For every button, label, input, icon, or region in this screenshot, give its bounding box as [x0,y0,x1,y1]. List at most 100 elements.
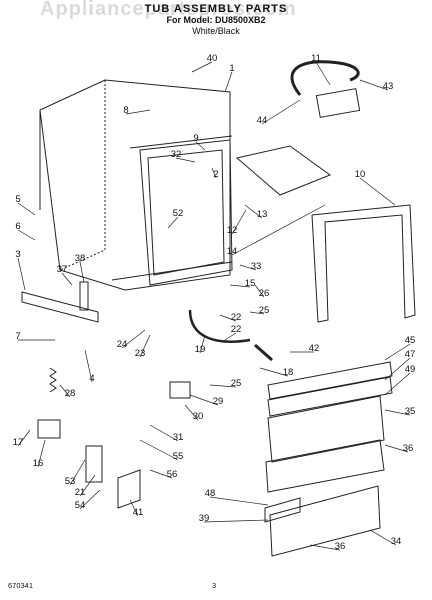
callout-label: 14 [227,246,238,257]
callout-label: 44 [257,115,268,126]
callout-label: 29 [213,396,224,407]
callout-label: 23 [135,348,146,359]
leader-line [219,314,237,322]
callout-label: 28 [65,388,76,399]
tub-bottom-rail [111,261,233,281]
page-number: 3 [212,581,217,590]
leader-line [229,284,251,288]
leader-line [254,284,265,298]
tub-door-opening [147,149,225,276]
leader-line [149,424,179,442]
callout-label: 45 [405,335,416,346]
door-spring [49,367,57,393]
leader-line [17,257,26,291]
leader-line [211,167,217,179]
door-trim [264,497,301,523]
bracket-41 [117,469,141,509]
panel-45 [267,361,393,400]
callout-label: 52 [173,208,184,219]
leader-line [249,311,265,315]
tub-front-frame [139,139,233,286]
callout-label: 55 [173,451,184,462]
watermark: Appliancepartspros.com [40,0,297,20]
leader-line [184,404,199,421]
door-seal [311,204,416,323]
callout-label: 16 [33,458,44,469]
model-line: For Model: DU8500XB2 [166,15,266,25]
leader-line [384,357,411,381]
leader-line [79,261,85,283]
tub-top-rail [129,135,233,149]
panel-47 [267,376,393,417]
leader-line [231,209,247,235]
leader-line [231,204,326,256]
callout-label: 39 [199,513,210,524]
callout-label: 26 [259,288,270,299]
leader-line [244,204,263,219]
callout-label: 3 [15,249,20,260]
leader-line [384,409,411,416]
callout-label: 11 [311,53,321,64]
callout-label: 40 [207,53,218,64]
callout-label: 42 [309,343,320,354]
leader-line [17,429,31,447]
fill-tube [188,309,251,343]
latch-16 [37,419,61,439]
leader-line [175,157,196,163]
callout-label: 24 [117,339,128,350]
vent-assembly [315,88,361,118]
leader-line [139,439,179,461]
strap [79,281,89,311]
callout-label: 37 [57,264,68,275]
leader-line [384,372,411,396]
callout-label: 25 [259,305,270,316]
drain-hose [290,60,360,96]
leader-line [369,529,397,546]
heater-shield [235,145,332,196]
leader-line [69,459,86,486]
leader-line [129,499,139,517]
callout-label: 22 [231,312,242,323]
callout-label: 36 [403,443,414,454]
leader-line [79,489,101,510]
callout-label: 5 [15,194,20,205]
leader-line [261,99,301,125]
callout-label: 47 [405,349,416,360]
leader-line [139,334,151,358]
leader-line [61,272,73,286]
callout-label: 9 [193,133,198,144]
leader-line [121,329,146,349]
leader-line [189,394,219,406]
callout-label: 41 [133,507,144,518]
callout-label: 33 [251,261,262,272]
callout-label: 31 [173,432,184,443]
callout-label: 34 [391,536,402,547]
callout-label: 8 [123,105,128,116]
leader-line [59,384,71,398]
callout-label: 19 [195,344,206,355]
page-title: TUB ASSEMBLY PARTS [144,3,288,15]
callout-label: 53 [65,476,76,487]
leader-line [384,343,411,361]
leader-line [315,61,331,86]
leader-line [259,367,289,377]
color-line: White/Black [192,26,240,36]
callout-label: 6 [15,221,20,232]
leader-line [224,71,233,93]
leader-line [384,444,409,453]
callout-label: 48 [205,488,216,499]
leader-line [149,469,173,479]
callout-label: 35 [405,406,416,417]
callout-label: 54 [75,500,86,511]
leader-line [167,216,179,229]
callout-label: 43 [383,81,394,92]
callout-label: 13 [257,209,268,220]
drain-connector [254,343,273,362]
callout-label: 22 [231,324,242,335]
side-bracket [21,291,99,323]
leader-line [84,349,93,383]
bracket-21 [85,445,103,483]
leader-line [203,519,269,523]
